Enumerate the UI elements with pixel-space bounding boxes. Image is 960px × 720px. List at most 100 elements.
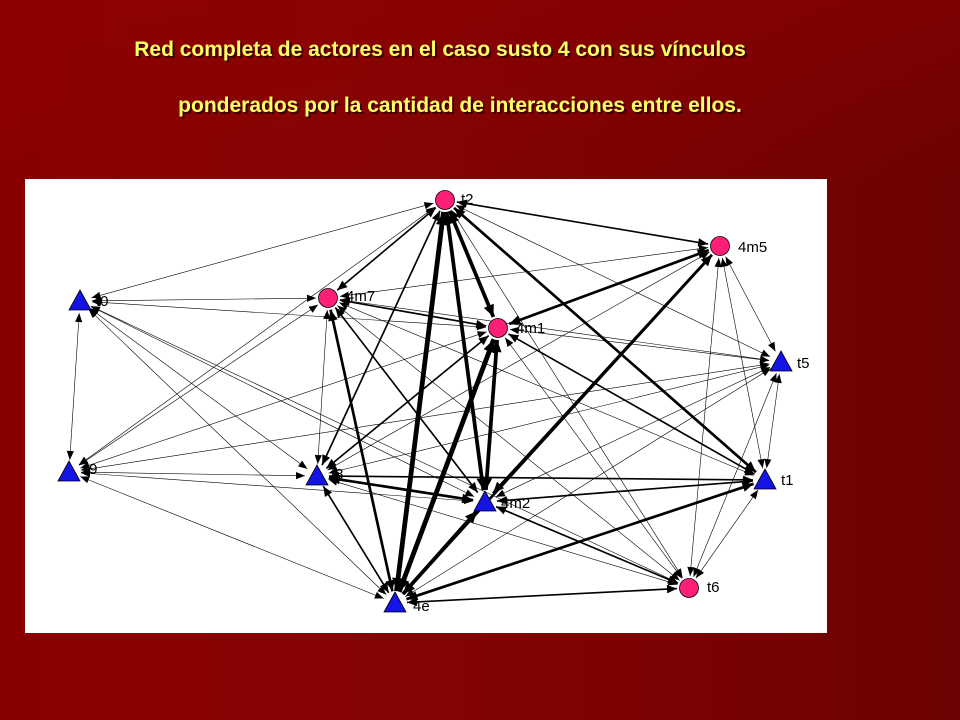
edge-arrowhead: [451, 210, 460, 220]
edge-4m1-4e: [396, 338, 497, 593]
edge-arrowhead: [322, 454, 331, 466]
node-t8[interactable]: [305, 464, 329, 486]
edge-arrowhead: [697, 238, 709, 247]
edge-4m5-t6: [689, 257, 720, 577]
edge-arrowhead: [490, 339, 502, 353]
edge-arrowhead: [495, 489, 506, 497]
edge-arrowhead: [496, 496, 508, 505]
edge-arrowhead: [476, 323, 487, 331]
edge-t2-4m5: [456, 201, 709, 245]
edge-arrowhead: [759, 355, 770, 363]
node-t1[interactable]: [753, 468, 777, 490]
edge-arrowhead: [425, 207, 436, 216]
edge-arrowhead: [764, 458, 772, 469]
node-t0[interactable]: [68, 289, 92, 311]
edge-4m7-t6: [337, 305, 680, 581]
edge-4m1-t5: [509, 329, 770, 361]
edge-arrowhead: [509, 326, 520, 335]
edge-4m5-t1: [721, 257, 764, 469]
edge-arrowhead: [468, 482, 478, 493]
node-4m1[interactable]: [488, 318, 508, 338]
edge-arrowhead: [760, 349, 771, 357]
edge-arrowhead: [761, 368, 771, 377]
node-t9[interactable]: [57, 460, 81, 482]
node-4m2[interactable]: [473, 490, 497, 512]
slide-title-line-2: ponderados por la cantidad de interaccio…: [178, 94, 742, 117]
edge-t2-t8: [321, 210, 441, 466]
edge-arrowhead: [465, 510, 478, 524]
node-label-t2: t2: [461, 191, 474, 208]
node-label-4e: 4e: [413, 598, 430, 615]
edge-4m1-4m2: [484, 339, 499, 491]
edge-arrowhead: [505, 337, 514, 348]
edge-arrowhead: [481, 477, 493, 491]
edge-4m1-t6: [504, 337, 683, 579]
edge-arrowhead: [456, 199, 468, 208]
edge-arrowhead: [339, 291, 350, 299]
edges-layer: [66, 199, 782, 607]
edge-arrowhead: [455, 205, 466, 213]
edge-t2-4e: [394, 211, 446, 592]
edge-arrowhead: [509, 315, 522, 325]
edge-t1-4e: [405, 482, 755, 601]
node-t5[interactable]: [769, 350, 793, 372]
edge-arrowhead: [374, 591, 384, 599]
edge-arrowhead: [328, 478, 339, 486]
edge-4m2-t5: [495, 366, 771, 498]
edge-t1-t6: [695, 489, 759, 579]
edge-t5-t6: [693, 373, 777, 577]
edge-arrowhead: [431, 210, 440, 222]
edge-arrowhead: [337, 305, 347, 314]
edge-4m1-t0: [91, 301, 487, 328]
edge-arrowhead: [406, 591, 419, 601]
edge-arrowhead: [741, 482, 754, 492]
edge-arrowhead: [398, 577, 410, 592]
edge-t9-t5: [80, 363, 770, 471]
edge-arrowhead: [464, 489, 475, 497]
edge-4m5-t5: [725, 256, 776, 352]
edge-t8-4e: [322, 485, 390, 594]
edge-arrowhead: [757, 458, 765, 469]
node-label-t1: t1: [781, 472, 794, 489]
edge-4m1-4m7: [339, 299, 487, 327]
edge-4m7-t0: [91, 297, 317, 302]
edge-arrowhead: [667, 575, 678, 584]
edge-arrowhead: [78, 457, 89, 466]
edge-t2-t9: [78, 206, 436, 466]
edge-t8-t1: [328, 475, 754, 481]
edge-4m5-4m7: [339, 247, 709, 297]
edge-arrowhead: [308, 304, 319, 313]
edge-arrowhead: [698, 245, 709, 253]
edge-4m1-t1: [508, 333, 755, 475]
node-4m5[interactable]: [710, 236, 730, 256]
edge-arrowhead: [700, 254, 712, 267]
edge-arrowhead: [687, 566, 695, 577]
edge-4m1-4m5: [508, 248, 710, 326]
nodes-layer: [57, 190, 793, 613]
node-t6[interactable]: [679, 578, 699, 598]
edge-arrowhead: [339, 302, 349, 310]
node-label-t6: t6: [707, 579, 720, 596]
edge-arrowhead: [478, 335, 489, 346]
edge-arrowhead: [337, 280, 348, 291]
edge-t2-t0: [91, 202, 434, 299]
node-t2[interactable]: [435, 190, 455, 210]
edge-arrowhead: [335, 307, 345, 318]
edge-arrowhead: [673, 568, 682, 579]
edge-4m7-t9: [78, 304, 319, 466]
node-4m7[interactable]: [318, 288, 338, 308]
edge-4e-t6: [406, 587, 678, 604]
edge-arrowhead: [295, 472, 306, 480]
edge-t0-4e: [88, 309, 387, 595]
edge-arrowhead: [693, 567, 701, 577]
edge-t1-t5: [766, 373, 780, 469]
node-4e[interactable]: [383, 591, 407, 613]
edge-arrowhead: [493, 481, 505, 494]
edge-t2-t6: [451, 209, 683, 579]
edge-arrowhead: [80, 476, 90, 484]
edge-t5-4e: [405, 368, 771, 597]
background-band: [0, 0, 960, 180]
edge-t0-t6: [90, 305, 679, 584]
edge-arrowhead: [423, 202, 434, 210]
